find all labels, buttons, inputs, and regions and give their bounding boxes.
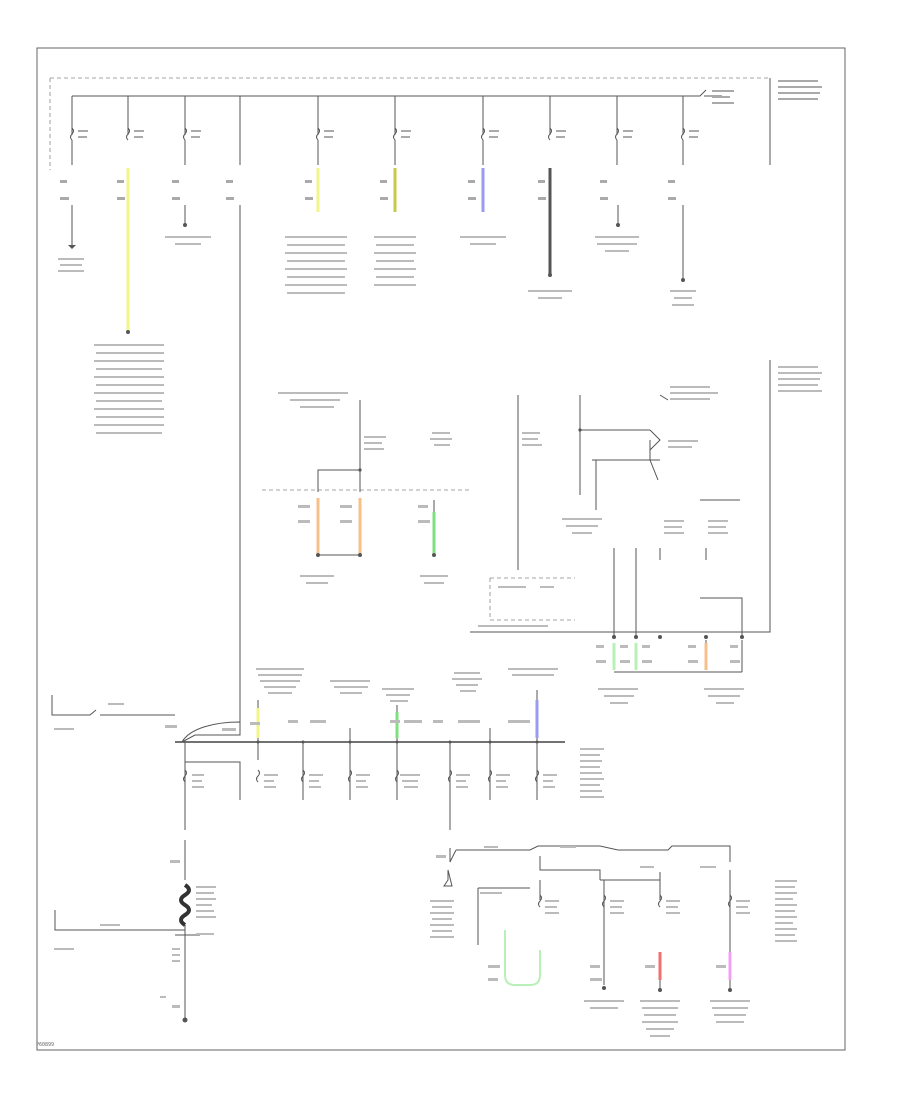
top-fuse-box [49,77,822,434]
top-destination-blocks [58,236,696,434]
top-fuse-drops [71,96,684,280]
figure-id: P60899 [36,1042,55,1048]
top-label-marks [60,80,822,200]
lower-junction-block [51,668,604,830]
lower-right-section [430,845,797,1037]
diagram-border [36,47,846,1051]
top-fuse-squiggles [70,127,685,141]
wire-green-loop [504,930,541,986]
top-terminals [68,223,685,334]
battery-starter-section [54,840,216,1023]
lower-fuse-squiggles [183,769,539,783]
colored-wires-top [126,168,552,332]
middle-relay-section [262,360,822,704]
lower-right-squiggles [538,894,732,908]
fusible-link [179,883,191,927]
